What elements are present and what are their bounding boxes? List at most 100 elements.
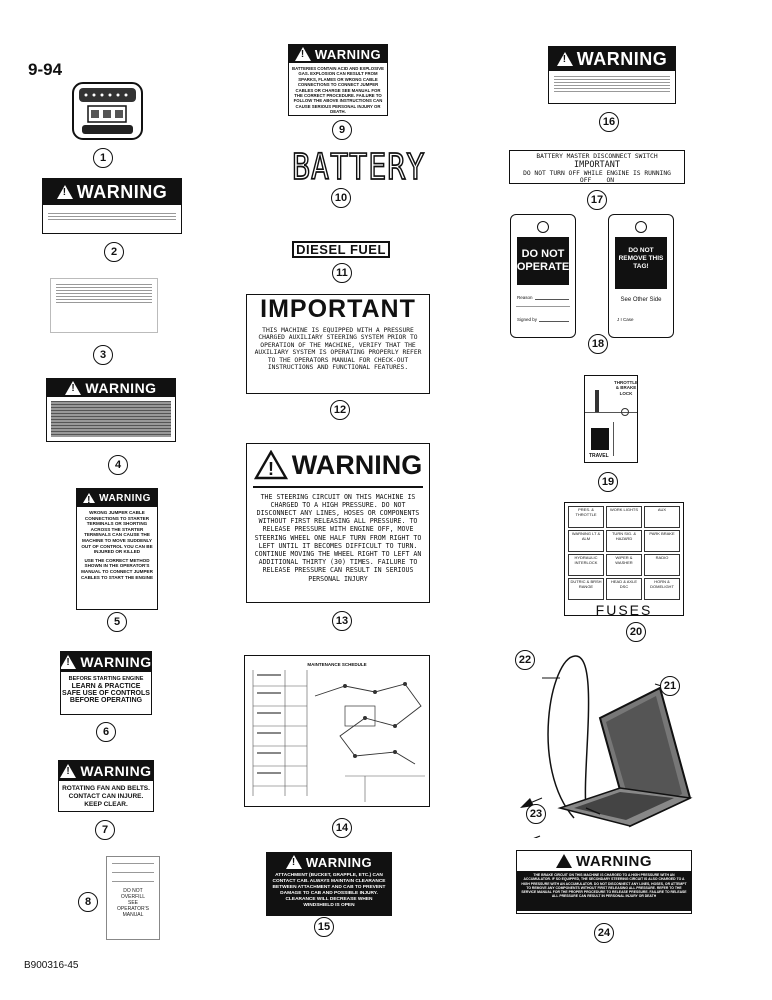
important-decal-12: IMPORTANT THIS MACHINE IS EQUIPPED WITH … bbox=[246, 294, 430, 394]
decal13-text: THE STEERING CIRCUIT ON THIS MACHINE IS … bbox=[254, 492, 422, 583]
decal6-line: BEFORE OPERATING bbox=[69, 697, 143, 704]
callout-11: 11 bbox=[332, 263, 352, 283]
callout-6: 6 bbox=[96, 722, 116, 742]
decal15-text: ATTACHMENT (BUCKET, GRAPPLE, ETC.) CAN C… bbox=[267, 871, 391, 915]
fuse-cell: TURN SIG. & HAZARD bbox=[606, 530, 642, 552]
warning-header: WARNING bbox=[549, 47, 675, 71]
warning-decal-5: WARNING WRONG JUMPER CABLE CONNECTIONS T… bbox=[76, 488, 158, 610]
fuse-cell: DUTRIC & BRSH RANGE bbox=[568, 578, 604, 600]
fuse-cell: PARK BRAKE bbox=[644, 530, 680, 552]
warning-header: ! WARNING bbox=[247, 444, 429, 486]
callout-16: 16 bbox=[599, 112, 619, 132]
warning-triangle-icon bbox=[56, 185, 73, 199]
decal8-line: OVERFILL bbox=[120, 894, 146, 900]
decal8-line: OPERATOR'S bbox=[117, 906, 149, 912]
manual-holder-illustration bbox=[520, 655, 693, 838]
decal24-text: THE BRAKE CIRCUIT ON THIS MACHINE IS CHA… bbox=[517, 871, 691, 911]
decal8-line: DO NOT bbox=[123, 888, 143, 894]
decal19-bottom-label: TRAVEL bbox=[589, 453, 609, 459]
maintenance-chart-icon bbox=[252, 670, 425, 802]
maintenance-title: MAINTENANCE SCHEDULE bbox=[307, 662, 367, 667]
warning-decal-6: WARNING BEFORE STARTING ENGINE LEARN & P… bbox=[60, 651, 152, 715]
callout-18: 18 bbox=[588, 334, 608, 354]
decal12-text: THIS MACHINE IS EQUIPPED WITH A PRESSURE… bbox=[254, 327, 422, 372]
callout-7: 7 bbox=[95, 820, 115, 840]
callout-14: 14 bbox=[332, 818, 352, 838]
battery-disconnect-decal: BATTERY MASTER DISCONNECT SWITCH IMPORTA… bbox=[509, 150, 685, 184]
fuse-cell: HORN & DOMELIGHT bbox=[644, 578, 680, 600]
fill-level-decal-8: DO NOT OVERFILL SEE OPERATOR'S MANUAL bbox=[106, 856, 160, 940]
callout-10: 10 bbox=[331, 188, 351, 208]
tag2-brand: J I Case bbox=[617, 317, 634, 322]
warning-header: WARNING bbox=[61, 652, 151, 672]
warning-decal-7: WARNING ROTATING FAN AND BELTS. CONTACT … bbox=[58, 760, 154, 812]
callout-3: 3 bbox=[93, 345, 113, 365]
callout-15: 15 bbox=[314, 917, 334, 937]
decal6-line: SAFE USE OF CONTROLS bbox=[62, 690, 150, 697]
warning-triangle-icon bbox=[556, 854, 572, 868]
throttle-brake-lock-decal: THROTTLE & BRAKE LOCK TRAVEL bbox=[584, 375, 638, 463]
callout-9: 9 bbox=[332, 120, 352, 140]
decal19-top-label: THROTTLE & BRAKE LOCK bbox=[614, 380, 638, 396]
callout-12: 12 bbox=[330, 400, 350, 420]
on-label: ON bbox=[606, 177, 615, 184]
callout-4: 4 bbox=[108, 455, 128, 475]
decal7-line: CONTACT CAN INJURE. bbox=[68, 793, 144, 800]
warning-triangle-icon bbox=[60, 764, 77, 778]
callout-23: 23 bbox=[526, 804, 546, 824]
callout-21: 21 bbox=[660, 676, 680, 696]
warning-header: WARNING bbox=[59, 761, 153, 781]
off-label: OFF bbox=[579, 177, 592, 184]
warning-header: WARNING bbox=[517, 851, 691, 871]
warning-decal-9: WARNING BATTERIES CONTAIN ACID AND EXPLO… bbox=[288, 44, 388, 116]
tag1-text: DO NOT OPERATE bbox=[517, 237, 569, 285]
decal6-line: LEARN & PRACTICE bbox=[71, 683, 141, 690]
svg-text:!: ! bbox=[268, 459, 274, 479]
decal17-line2: IMPORTANT bbox=[573, 159, 621, 170]
fuse-cell: WARNING LT & ALM bbox=[568, 530, 604, 552]
page-number: 9-94 bbox=[28, 60, 63, 79]
warning-header: WARNING bbox=[267, 853, 391, 871]
warning-decal-4: WARNING bbox=[46, 378, 176, 442]
warning-decal-15: WARNING ATTACHMENT (BUCKET, GRAPPLE, ETC… bbox=[266, 852, 392, 916]
callout-20: 20 bbox=[626, 622, 646, 642]
warning-decal-2: WARNING bbox=[42, 178, 182, 234]
tag-hole-icon bbox=[635, 221, 647, 233]
decal8-line: MANUAL bbox=[122, 912, 144, 918]
tag2-other-side: See Other Side bbox=[620, 297, 662, 303]
tether-cable-icon bbox=[547, 655, 590, 819]
decal7-line: ROTATING FAN AND BELTS. bbox=[62, 785, 150, 792]
callout-5: 5 bbox=[107, 612, 127, 632]
callout-22: 22 bbox=[515, 650, 535, 670]
tag1-signed: Signed by bbox=[517, 317, 538, 322]
fuse-cell: WIPER & WASHER bbox=[606, 554, 642, 576]
instrument-cluster-decal bbox=[70, 80, 145, 142]
callout-24: 24 bbox=[594, 923, 614, 943]
fuse-cell: HYDRAULIC INTERLOCK bbox=[568, 554, 604, 576]
instrument-cluster-icon bbox=[72, 82, 143, 140]
maintenance-schedule-decal: MAINTENANCE SCHEDULE bbox=[244, 655, 430, 807]
fuse-cell: HEAD & AXLE DSC bbox=[606, 578, 642, 600]
warning-triangle-icon bbox=[556, 52, 573, 66]
callout-17: 17 bbox=[587, 190, 607, 210]
warning-header: WARNING bbox=[77, 489, 157, 507]
decal8-line: SEE bbox=[127, 900, 138, 906]
warning-header: WARNING bbox=[43, 179, 181, 205]
fuse-cell: AUX bbox=[644, 506, 680, 528]
decal5-text-bottom: USE THE CORRECT METHOD SHOWN IN THE OPER… bbox=[80, 557, 154, 580]
warning-triangle-icon bbox=[83, 493, 96, 506]
callout-13: 13 bbox=[332, 611, 352, 631]
decal9-text: BATTERIES CONTAIN ACID AND EXPLOSIVE GAS… bbox=[292, 66, 384, 115]
warning-triangle-icon bbox=[294, 47, 311, 61]
diesel-fuel-label: DIESEL FUEL bbox=[296, 242, 386, 257]
important-heading: IMPORTANT bbox=[260, 295, 416, 323]
callout-8: 8 bbox=[78, 892, 98, 912]
decal7-line: KEEP CLEAR. bbox=[84, 801, 128, 808]
battery-label: BATTERY bbox=[291, 146, 426, 190]
warning-decal-24: WARNING THE BRAKE CIRCUIT ON THIS MACHIN… bbox=[516, 850, 692, 914]
warning-header: WARNING bbox=[47, 379, 175, 397]
decal17-line3: DO NOT TURN OFF WHILE ENGINE IS RUNNING bbox=[523, 169, 671, 177]
decal5-text-top: WRONG JUMPER CABLE CONNECTIONS TO STARTE… bbox=[81, 510, 153, 555]
tag1-reason: Reason bbox=[517, 295, 533, 300]
diesel-fuel-decal: DIESEL FUEL bbox=[292, 241, 390, 258]
